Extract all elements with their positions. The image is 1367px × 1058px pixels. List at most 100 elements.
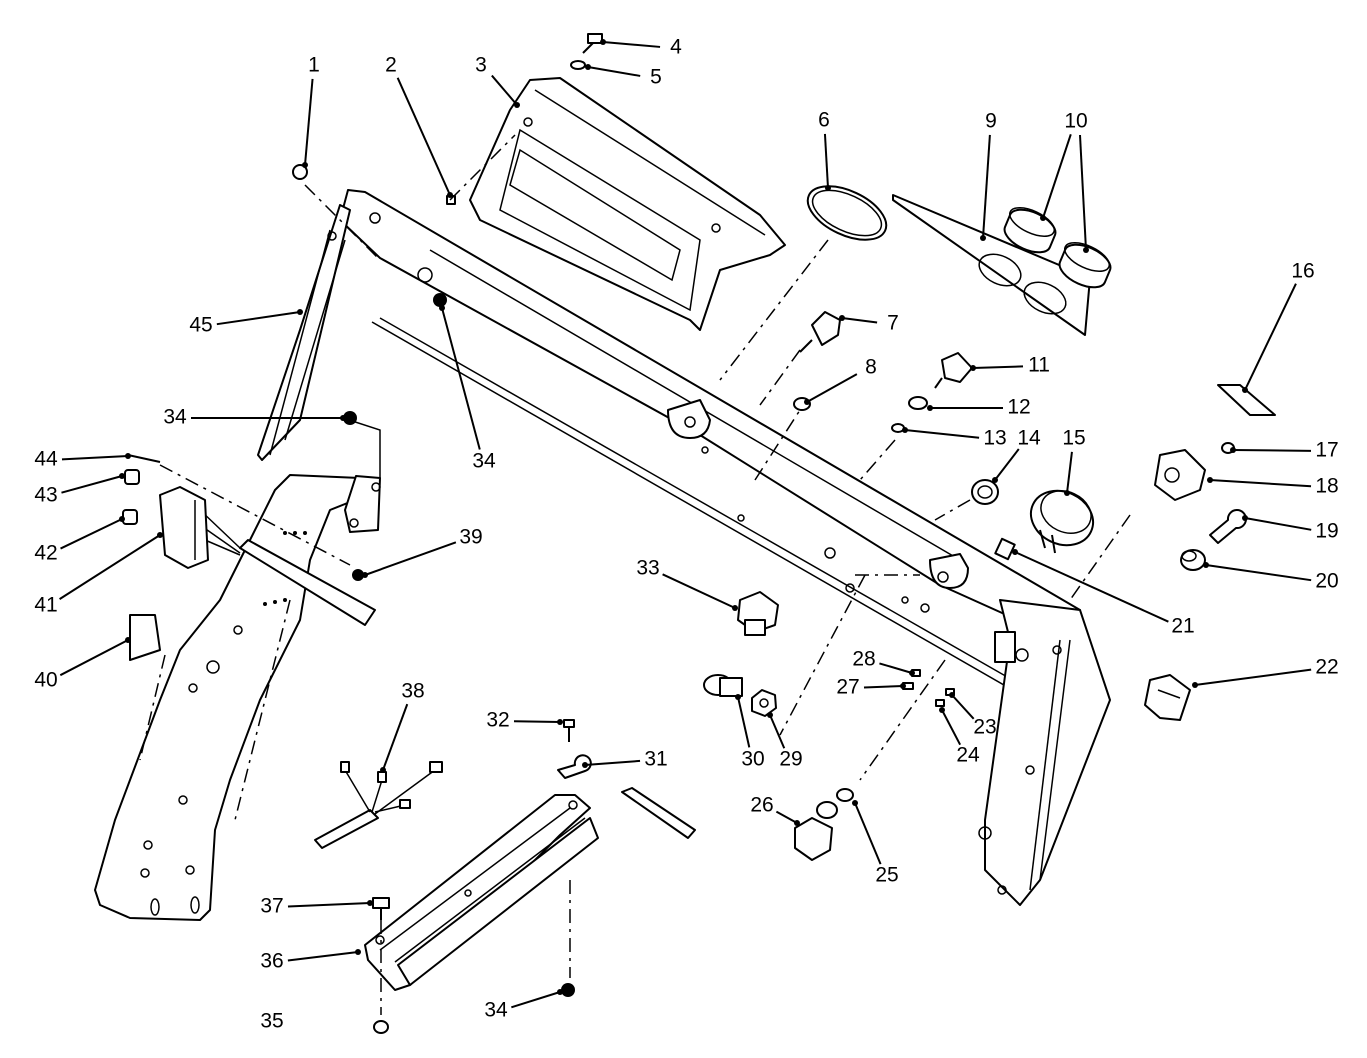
left-mount-plate: [94, 474, 361, 921]
bolt-1: [292, 164, 308, 180]
callout-point-27: [900, 683, 906, 689]
callout-leader-15: [1066, 451, 1073, 494]
callout-leader-41: [59, 534, 161, 600]
callout-label-9: 9: [985, 110, 997, 133]
callout-label-12: 12: [1007, 396, 1030, 419]
callout-point-4: [600, 39, 606, 45]
callout-label-3: 3: [475, 54, 487, 77]
callout-point-16: [1242, 387, 1248, 393]
grommet: [971, 479, 999, 505]
callout-label-38: 38: [401, 680, 424, 703]
small-decal: [1217, 384, 1276, 416]
callout-label-42: 42: [34, 542, 57, 565]
callout-label-1: 1: [308, 54, 320, 77]
callout-label-22: 22: [1315, 656, 1338, 679]
callout-leader-31: [584, 759, 641, 766]
callout-label-34: 34: [484, 999, 508, 1022]
callout-point-2: [447, 192, 453, 198]
callout-point-31: [582, 762, 588, 768]
callout-leader-27: [863, 685, 904, 689]
callout-leader-16: [1244, 283, 1297, 391]
knob: [1180, 549, 1206, 571]
callout-leader-6: [823, 133, 829, 189]
callout-leader-34-bracket: [342, 417, 381, 478]
callout-point-14: [992, 477, 998, 483]
callout-leader-24: [941, 709, 962, 746]
callout-leader-43: [61, 475, 123, 494]
nut-34b: [433, 293, 447, 307]
callout-label-30: 30: [741, 748, 764, 771]
callout-leader-30: [737, 696, 751, 748]
callout-label-36: 36: [260, 950, 283, 973]
callout-label-28: 28: [852, 648, 875, 671]
lock-washer: [836, 788, 854, 802]
callout-point-7: [839, 315, 845, 321]
nut-34c: [561, 983, 575, 997]
terminal-43: [124, 469, 140, 485]
callout-label-41: 41: [34, 594, 57, 617]
nut-35: [373, 1020, 389, 1034]
left-side-bracket: [257, 204, 351, 461]
callout-label-23: 23: [973, 716, 996, 739]
right-side-bracket: [978, 599, 1111, 906]
connector-block: [159, 486, 209, 569]
callout-point-5: [585, 64, 591, 70]
callout-label-13: 13: [983, 427, 1006, 450]
gauge-lens: [806, 185, 888, 241]
callout-leader-42: [60, 518, 123, 550]
instrument-housing: [469, 77, 786, 331]
callout-label-34: 34: [163, 406, 187, 429]
callout-label-7: 7: [887, 312, 899, 335]
callout-point-19: [1242, 515, 1248, 521]
callout-leader-22: [1194, 668, 1312, 686]
screw-44: [127, 454, 161, 463]
callout-leader-32: [513, 720, 561, 723]
callout-point-8: [804, 399, 810, 405]
callout-point-12: [927, 405, 933, 411]
callout-label-44: 44: [34, 448, 58, 471]
callout-label-31: 31: [644, 748, 667, 771]
callout-leader-18: [1209, 479, 1312, 488]
pto-switch: [794, 801, 838, 861]
callout-label-29: 29: [779, 748, 802, 771]
callout-point-9: [980, 235, 986, 241]
callout-leader-23: [951, 694, 975, 720]
callout-point-10b: [1083, 247, 1089, 253]
callout-point-40: [125, 637, 131, 643]
callout-leader-39: [364, 541, 457, 576]
callout-label-43: 43: [34, 484, 57, 507]
callout-point-13: [902, 427, 908, 433]
callout-leader-25: [854, 802, 882, 865]
ignition-switch-body: [1154, 449, 1206, 501]
callout-label-2: 2: [385, 54, 397, 77]
callout-point-1: [302, 162, 308, 168]
rocker-switch: [1144, 674, 1191, 721]
callout-label-33: 33: [636, 557, 659, 580]
callout-label-18: 18: [1315, 475, 1338, 498]
callout-label-34: 34: [472, 450, 496, 473]
callout-label-32: 32: [486, 709, 509, 732]
callout-leader-5: [587, 66, 641, 77]
callout-leader-2: [396, 77, 451, 196]
hex-nut: [751, 689, 777, 717]
callout-point-28: [909, 670, 915, 676]
callout-point-34: [439, 305, 445, 311]
callout-point-30: [735, 694, 741, 700]
callout-point-26: [794, 820, 800, 826]
starter-switch: [737, 591, 779, 636]
callout-label-37: 37: [260, 895, 283, 918]
key: [1209, 509, 1247, 544]
callout-leader-29: [769, 714, 786, 749]
callout-leader-26: [775, 810, 798, 824]
callout-leader-4: [602, 41, 661, 48]
callout-leader-8: [806, 373, 858, 403]
callout-point-34: [557, 989, 563, 995]
bolt-37: [372, 897, 390, 920]
callout-leader-1: [304, 78, 314, 166]
callout-point-17: [1230, 447, 1236, 453]
callout-label-17: 17: [1315, 439, 1338, 462]
callout-point-3: [514, 102, 520, 108]
bottom-angle-bracket: [364, 794, 599, 991]
